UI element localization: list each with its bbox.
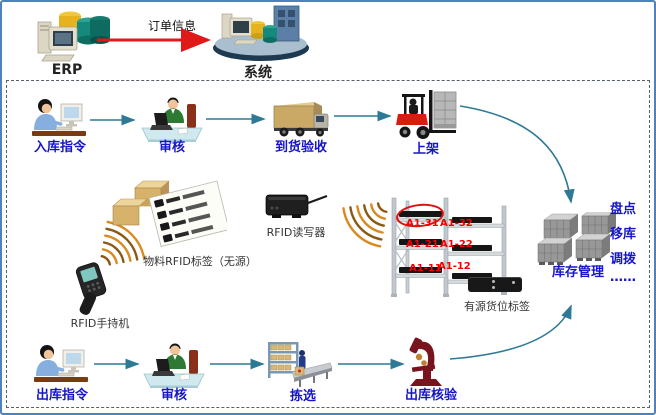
slot-label: A1-21 bbox=[406, 239, 439, 250]
inventory-mgmt-label: 库存管理 bbox=[551, 265, 604, 280]
inbound-review-label: 审核 bbox=[158, 140, 185, 155]
inbound-review-icon bbox=[141, 97, 203, 142]
putaway-label: 上架 bbox=[412, 142, 439, 157]
outbound-operator-icon bbox=[34, 345, 88, 382]
outbound-verify-label: 出库核验 bbox=[404, 388, 457, 403]
inbound-operator-icon bbox=[32, 99, 86, 136]
erp-system-icon bbox=[37, 11, 110, 62]
process-boundary bbox=[6, 80, 650, 408]
arrival-check-label: 到货验收 bbox=[274, 140, 327, 155]
active-slot-tag-icon bbox=[468, 277, 522, 292]
material-boxes-icon bbox=[112, 180, 227, 247]
rfid-reader-icon bbox=[265, 194, 328, 218]
rfid-reader-label: RFID读写器 bbox=[266, 226, 326, 239]
slot-label: A1-31 bbox=[406, 218, 439, 229]
operation-relocation: 移库 bbox=[610, 227, 637, 242]
slot-label: A1-22 bbox=[440, 239, 473, 250]
active-slot-tag-label: 有源货位标签 bbox=[464, 300, 530, 313]
forklift-icon bbox=[396, 90, 457, 139]
order-info-label: 订单信息 bbox=[147, 19, 196, 33]
picking-label: 拣选 bbox=[289, 389, 316, 404]
erp-label: ERP bbox=[51, 62, 83, 78]
outbound-review-icon bbox=[143, 343, 205, 388]
wms-system-icon bbox=[213, 5, 309, 61]
arrival-truck-icon bbox=[273, 102, 329, 137]
outbound-step-label: 出库指令 bbox=[35, 388, 88, 403]
rfid-handheld-icon bbox=[75, 262, 107, 315]
slot-label: A1-11 bbox=[409, 263, 442, 274]
rfid-waves-left-icon bbox=[100, 220, 146, 266]
inventory-pallets-icon bbox=[537, 212, 616, 265]
operation-ellipsis: …… bbox=[610, 270, 636, 285]
material-tag-label: 物料RFID标签（无源） bbox=[143, 255, 257, 268]
outbound-review-label: 审核 bbox=[160, 388, 187, 403]
operation-transfer: 调拨 bbox=[610, 252, 637, 267]
rfid-waves-right-icon bbox=[342, 202, 388, 248]
rfid-handheld-label: RFID手持机 bbox=[70, 317, 130, 330]
inbound-step-label: 入库指令 bbox=[33, 140, 86, 155]
operation-stocktake: 盘点 bbox=[610, 202, 637, 217]
slot-label: A1-12 bbox=[438, 261, 471, 272]
system-label: 系统 bbox=[244, 65, 272, 81]
picking-icon bbox=[268, 342, 333, 387]
verification-microscope-icon bbox=[409, 337, 442, 386]
slot-label: A1-32 bbox=[440, 218, 473, 229]
